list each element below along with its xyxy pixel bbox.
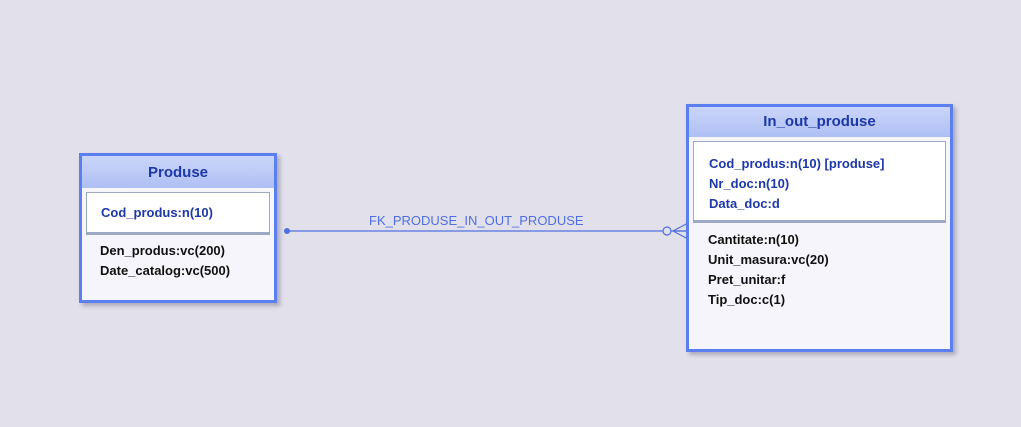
entity-in-out-produse[interactable]: In_out_produse Cod_produs:n(10) [produse…: [686, 104, 953, 352]
relationship-crows-foot-icon: [672, 222, 689, 240]
entity-in-out-produse-pk-attribute[interactable]: Cod_produs:n(10) [produse]: [709, 156, 885, 171]
entity-produse-attribute[interactable]: Date_catalog:vc(500): [100, 263, 231, 278]
entity-produse[interactable]: Produse Cod_produs:n(10) Den_produs:vc(2…: [79, 153, 277, 303]
entity-in-out-produse-attribute[interactable]: Unit_masura:vc(20): [708, 252, 829, 267]
entity-produse-attribute[interactable]: Den_produs:vc(200): [100, 243, 225, 258]
relationship-label[interactable]: FK_PRODUSE_IN_OUT_PRODUSE: [369, 213, 584, 228]
entity-produse-divider: [86, 233, 270, 235]
entity-produse-pk-attribute[interactable]: Cod_produs:n(10): [101, 205, 213, 220]
relationship-optional-circle-icon: [662, 226, 672, 236]
entity-in-out-produse-attribute-section: Cantitate:n(10) Unit_masura:vc(20) Pret_…: [689, 223, 950, 310]
entity-produse-pk-section: Cod_produs:n(10): [86, 192, 270, 233]
entity-produse-header[interactable]: Produse: [82, 156, 274, 188]
entity-in-out-produse-attribute[interactable]: Pret_unitar:f: [708, 272, 786, 287]
entity-in-out-produse-attribute[interactable]: Cantitate:n(10): [708, 232, 800, 247]
relationship-one-end-dot-icon: [284, 228, 290, 234]
entity-in-out-produse-divider: [693, 221, 946, 223]
entity-in-out-produse-pk-attribute[interactable]: Nr_doc:n(10): [709, 176, 790, 191]
entity-produse-attribute-section: Den_produs:vc(200) Date_catalog:vc(500): [82, 235, 274, 281]
entity-in-out-produse-attribute[interactable]: Tip_doc:c(1): [708, 292, 786, 307]
entity-in-out-produse-pk-attribute[interactable]: Data_doc:d: [709, 196, 780, 211]
entity-in-out-produse-header[interactable]: In_out_produse: [689, 107, 950, 137]
entity-in-out-produse-pk-section: Cod_produs:n(10) [produse] Nr_doc:n(10) …: [693, 141, 946, 221]
